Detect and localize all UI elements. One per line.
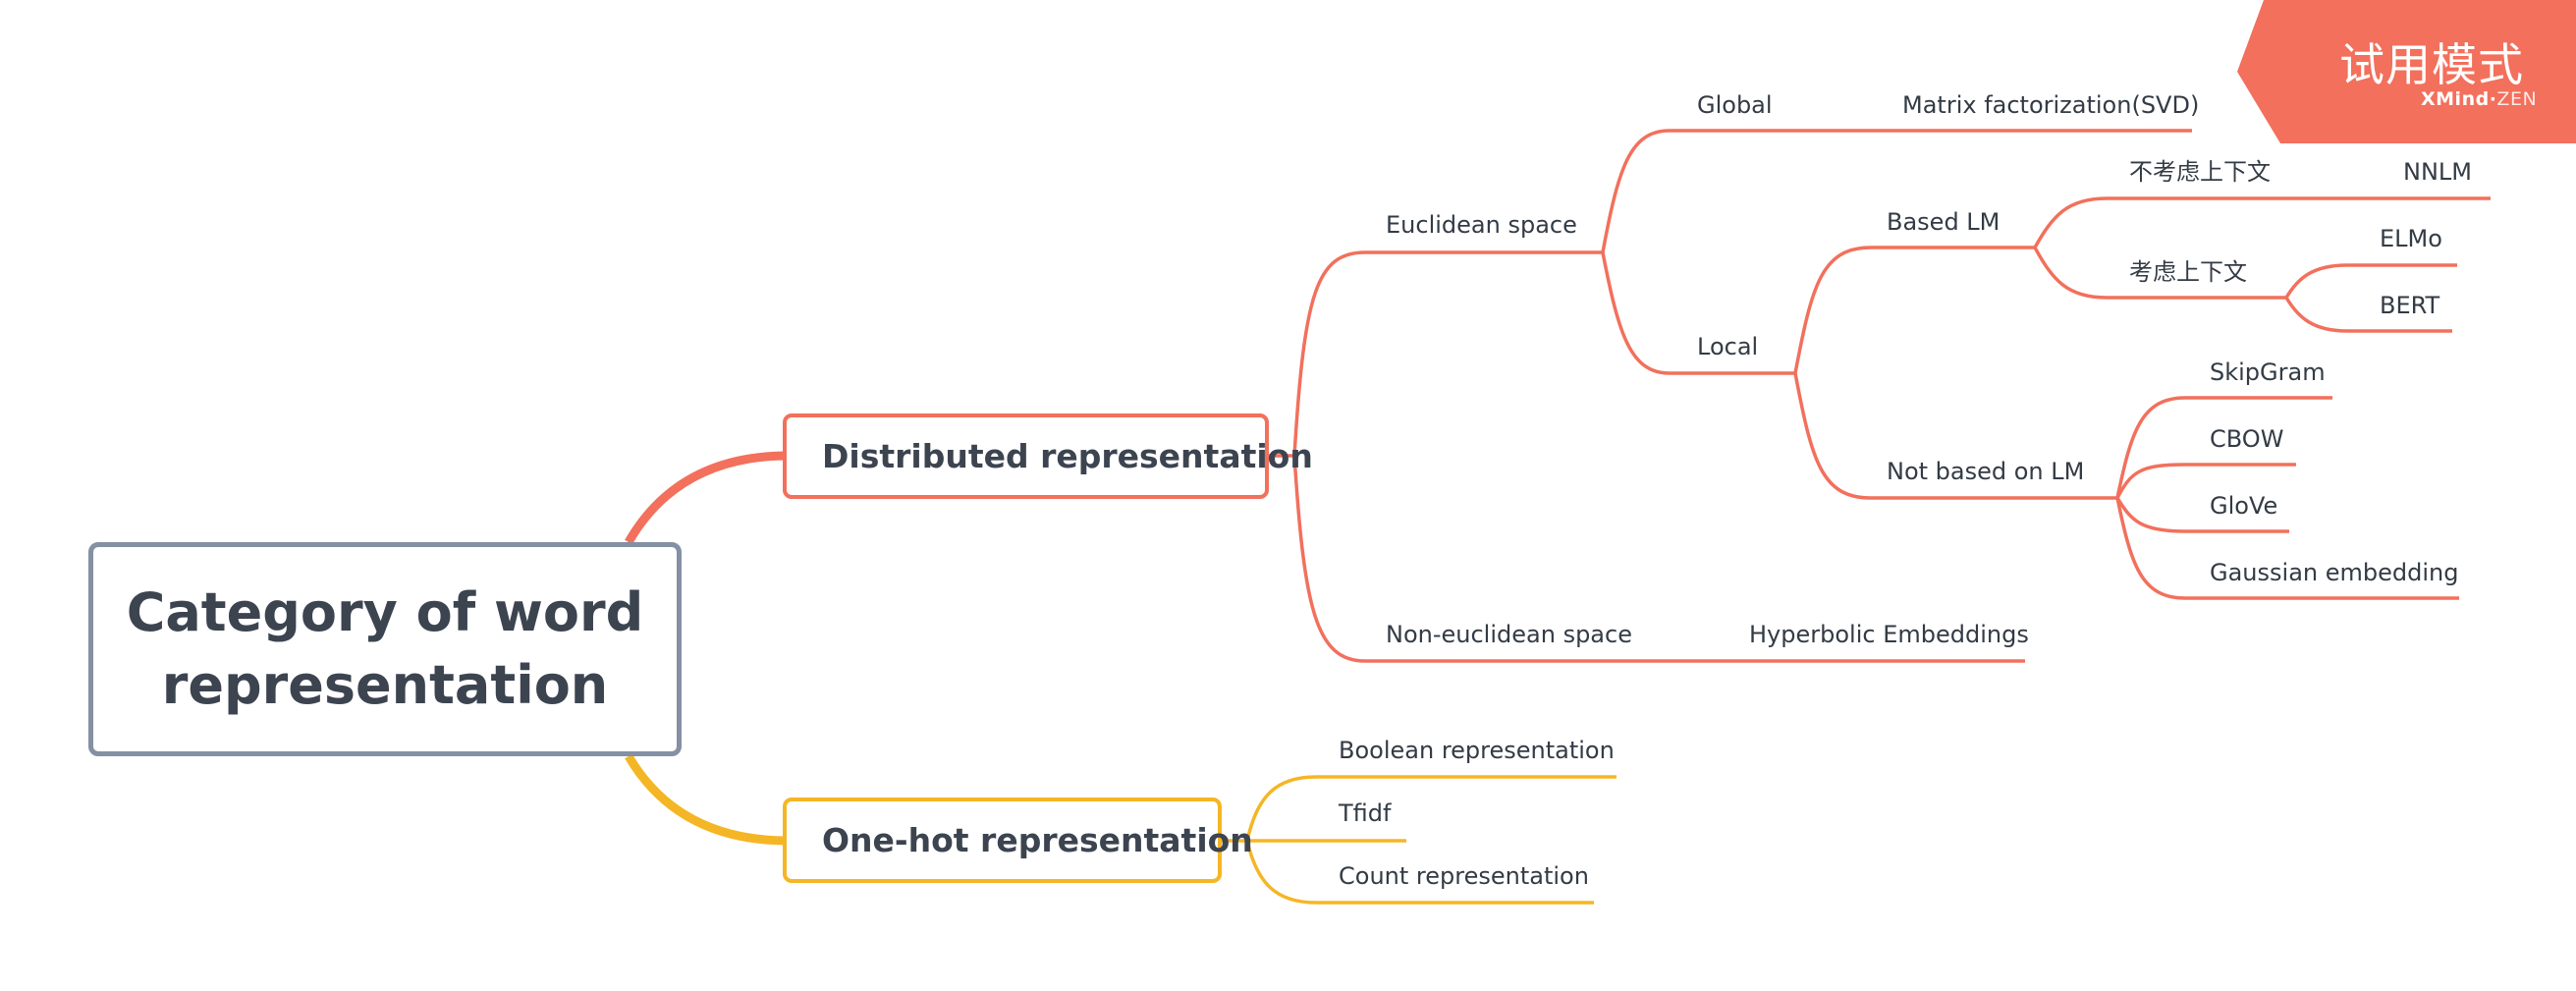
subtopic-glove[interactable]: GloVe [2210,492,2278,520]
subtopic-context[interactable]: 考虑上下文 [2129,258,2247,286]
subtopic-euclidean-space[interactable]: Euclidean space [1386,211,1577,239]
subtopic-local[interactable]: Local [1697,333,1759,360]
yellow-branch-lines [1222,775,1617,905]
topic-onehot-title: One-hot representation [822,821,1253,859]
topic-onehot-representation[interactable]: One-hot representation [783,798,1253,883]
subtopic-no-context[interactable]: 不考虑上下文 [2129,158,2271,186]
xmind-zen-logo: XMind·ZEN [2421,88,2537,110]
topic-distributed-title: Distributed representation [822,437,1313,475]
root-topic[interactable]: Category of word representation [88,542,682,756]
brand-name: XMind [2421,88,2490,110]
subtopic-global[interactable]: Global [1697,91,1773,119]
connector-root-onehot [625,753,787,846]
subtopic-count-representation[interactable]: Count representation [1339,862,1589,890]
red-branch-lines [1267,129,2491,663]
subtopic-tfidf[interactable]: Tfidf [1339,799,1392,827]
subtopic-not-based-lm[interactable]: Not based on LM [1887,458,2085,485]
subtopic-gaussian-embedding[interactable]: Gaussian embedding [2210,559,2459,586]
subtopic-based-lm[interactable]: Based LM [1887,208,2001,236]
subtopic-nnlm[interactable]: NNLM [2403,158,2472,186]
connector-root-distributed [625,451,787,545]
edition-name: ZEN [2496,88,2538,110]
trial-mode-label: 试用模式 [2339,38,2524,91]
brand-separator: · [2489,88,2497,110]
trial-badge-shape [2237,0,2576,143]
subtopic-skipgram[interactable]: SkipGram [2210,358,2326,386]
topic-distributed-representation[interactable]: Distributed representation [783,413,1313,499]
root-topic-title: Category of word representation [126,581,644,716]
subtopic-hyperbolic-embeddings[interactable]: Hyperbolic Embeddings [1749,621,2029,648]
subtopic-matrix-factorization[interactable]: Matrix factorization(SVD) [1902,91,2200,119]
subtopic-bert[interactable]: BERT [2380,292,2440,319]
subtopic-boolean-representation[interactable]: Boolean representation [1339,737,1615,764]
subtopic-elmo[interactable]: ELMo [2380,225,2442,252]
subtopic-non-euclidean-space[interactable]: Non-euclidean space [1386,621,1632,648]
subtopic-cbow[interactable]: CBOW [2210,425,2284,453]
